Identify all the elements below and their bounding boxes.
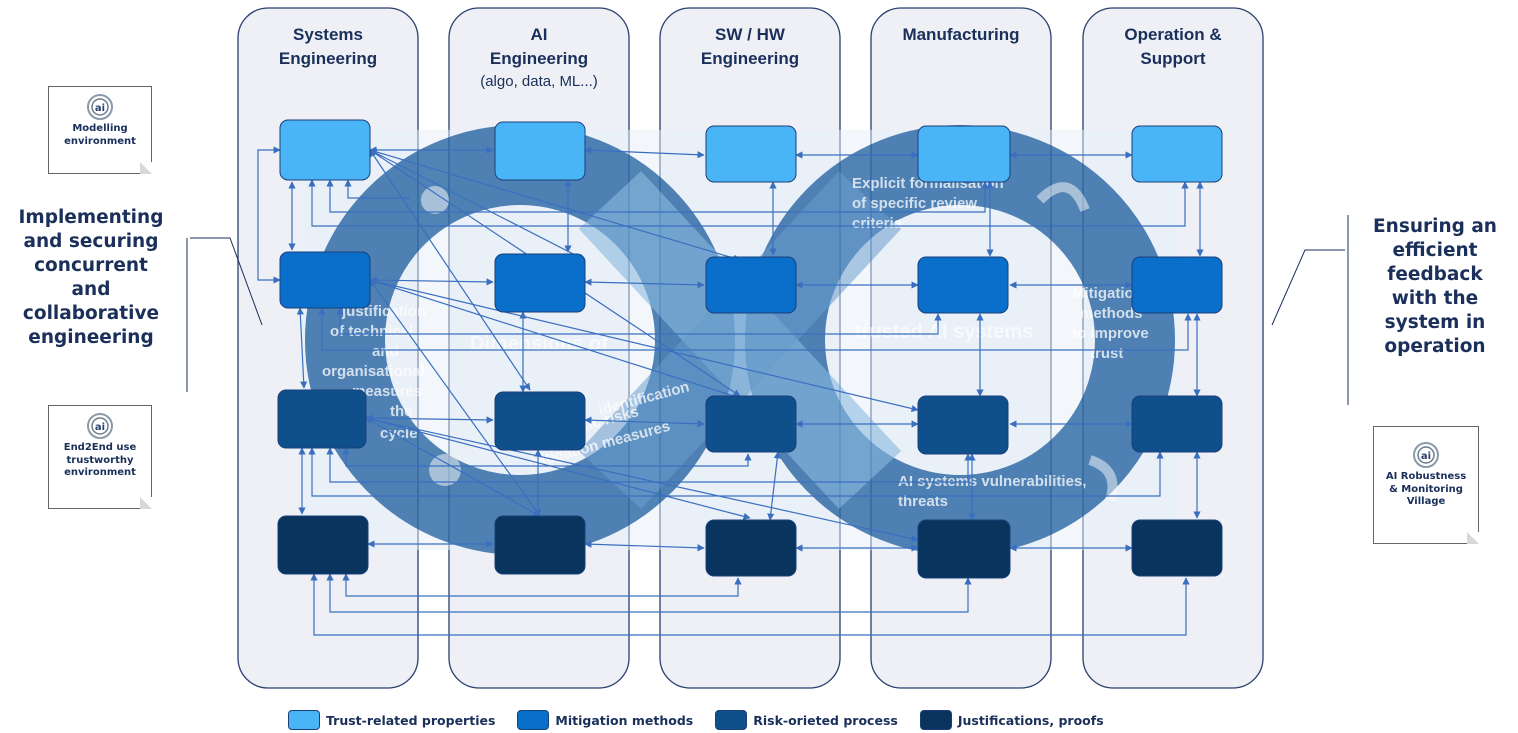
left-caption-line-5: collaborative — [22, 303, 160, 325]
legend-swatch-mitigation — [517, 710, 550, 730]
box-ai-risk — [494, 391, 586, 451]
box-ai-trust — [494, 121, 586, 181]
left-caption-line-1: Implementing — [18, 207, 164, 228]
right-caption-line-5: system in — [1384, 312, 1486, 334]
legend-label-mitigation: Mitigation methods — [555, 712, 694, 728]
bg-text-explicit-3: criteria — [852, 215, 903, 232]
svg-text:ai: ai — [95, 103, 105, 114]
column-title-5-line-2: Support — [1140, 49, 1205, 68]
box-operation-risk — [1131, 395, 1223, 453]
left-caption-line-6: engineering — [28, 327, 154, 349]
box-manufacturing-trust — [917, 125, 1011, 183]
end2end-line-1: End2End use — [63, 442, 137, 453]
connections — [257, 146, 1204, 636]
end2end-environment-card: ai End2End use trustworthy environment — [48, 405, 152, 509]
legend-swatch-trust — [288, 710, 320, 730]
bg-text-mitigation-4: trust — [1090, 345, 1123, 362]
box-systems-mitigation — [279, 251, 371, 309]
column-title-3-line-1: SW / HW — [715, 25, 786, 44]
box-operation-trust — [1131, 125, 1223, 183]
bg-text-vulnerabilities-1: AI systems vulnerabilities, — [898, 473, 1086, 490]
right-caption-line-2: efficient — [1392, 240, 1478, 262]
legend-label-trust: Trust-related properties — [326, 712, 496, 728]
column-title-5-line-1: Operation & — [1124, 25, 1221, 44]
process-boxes — [277, 119, 1223, 579]
legend-label-risk: Risk-orieted process — [753, 712, 898, 728]
modelling-line-1: Modelling — [72, 123, 128, 134]
aidays-logo: ai — [80, 412, 120, 440]
legend: Trust-related properties Mitigation meth… — [288, 710, 1104, 730]
left-caption-line-2: and securing — [23, 231, 159, 253]
bg-text-mitigation-3: to improve — [1072, 325, 1149, 342]
bg-text-left-loop-3: and — [372, 343, 399, 360]
right-caption-line-4: with the — [1391, 288, 1479, 310]
robustness-line-1: AI Robustness — [1385, 471, 1467, 482]
column-title-3-line-2: Engineering — [701, 49, 799, 68]
right-side-caption: Ensuring an efficient feedback with the … — [1355, 215, 1515, 359]
box-manufacturing-risk — [917, 395, 1009, 455]
box-swhw-risk — [705, 395, 797, 453]
box-ai-mitigation — [494, 253, 586, 313]
box-operation-justification — [1131, 519, 1223, 577]
bg-text-left-loop-6: the — [390, 403, 413, 420]
bg-text-dimensions: Dimensions of — [470, 333, 608, 355]
box-systems-risk — [277, 389, 367, 449]
box-manufacturing-mitigation — [917, 256, 1009, 314]
column-subtitle-2: (algo, data, ML...) — [480, 73, 598, 90]
right-caption-line-1: Ensuring an — [1373, 216, 1497, 237]
column-title-1-line-1: Systems — [293, 25, 363, 44]
bg-text-left-loop-2: of technical — [330, 323, 413, 340]
modelling-environment-card: ai Modelling environment — [48, 86, 152, 174]
aidays-logo: ai — [80, 93, 120, 121]
robustness-line-3: Village — [1406, 496, 1446, 507]
background-loop-artwork: justification of technical and organisat… — [300, 125, 1180, 555]
svg-text:ai: ai — [1421, 451, 1431, 462]
aidays-logo: ai — [1406, 441, 1446, 469]
right-caption-line-3: feedback — [1387, 264, 1483, 286]
end2end-line-2: trustworthy — [66, 454, 134, 466]
column-title-2-line-1: AI — [531, 25, 548, 44]
robustness-line-2: & Monitoring — [1389, 483, 1463, 495]
column-title-1-line-2: Engineering — [279, 49, 377, 68]
left-caption-line-3: concurrent — [34, 255, 148, 277]
box-operation-mitigation — [1131, 256, 1223, 314]
box-ai-justification — [494, 515, 586, 575]
robustness-village-card: ai AI Robustness & Monitoring Village — [1373, 426, 1479, 544]
left-side-caption: Implementing and securing concurrent and… — [2, 206, 180, 350]
legend-swatch-risk — [715, 710, 748, 730]
legend-item-justification: Justifications, proofs — [919, 710, 1104, 730]
box-swhw-mitigation — [705, 256, 797, 314]
box-systems-justification — [277, 515, 369, 575]
end2end-line-3: environment — [64, 467, 136, 478]
side-bracket-lines — [186, 215, 1349, 405]
column-title-4: Manufacturing — [902, 25, 1019, 44]
right-caption-line-6: operation — [1384, 336, 1486, 358]
left-caption-line-4: and — [71, 279, 111, 301]
legend-item-mitigation: Mitigation methods — [517, 710, 693, 730]
box-manufacturing-justification — [917, 519, 1011, 579]
box-swhw-justification — [705, 519, 797, 577]
svg-text:ai: ai — [95, 422, 105, 433]
bg-text-trusted: trusted AI systems — [855, 321, 1033, 343]
bg-text-mitigation-1: Mitigation — [1072, 285, 1143, 302]
column-title-2-line-2: Engineering — [490, 49, 588, 68]
box-swhw-trust — [705, 125, 797, 183]
bg-text-left-loop-4: organisational — [322, 363, 425, 380]
modelling-line-2: environment — [64, 135, 136, 147]
bg-text-explicit-2: of specific review — [852, 195, 977, 212]
legend-item-trust: Trust-related properties — [288, 710, 495, 730]
legend-swatch-justification — [919, 710, 952, 730]
column-titles: Systems Engineering AI Engineering (algo… — [279, 25, 1222, 90]
legend-item-risk: Risk-orieted process — [715, 710, 898, 730]
box-systems-trust — [279, 119, 371, 181]
legend-label-justification: Justifications, proofs — [957, 712, 1104, 728]
